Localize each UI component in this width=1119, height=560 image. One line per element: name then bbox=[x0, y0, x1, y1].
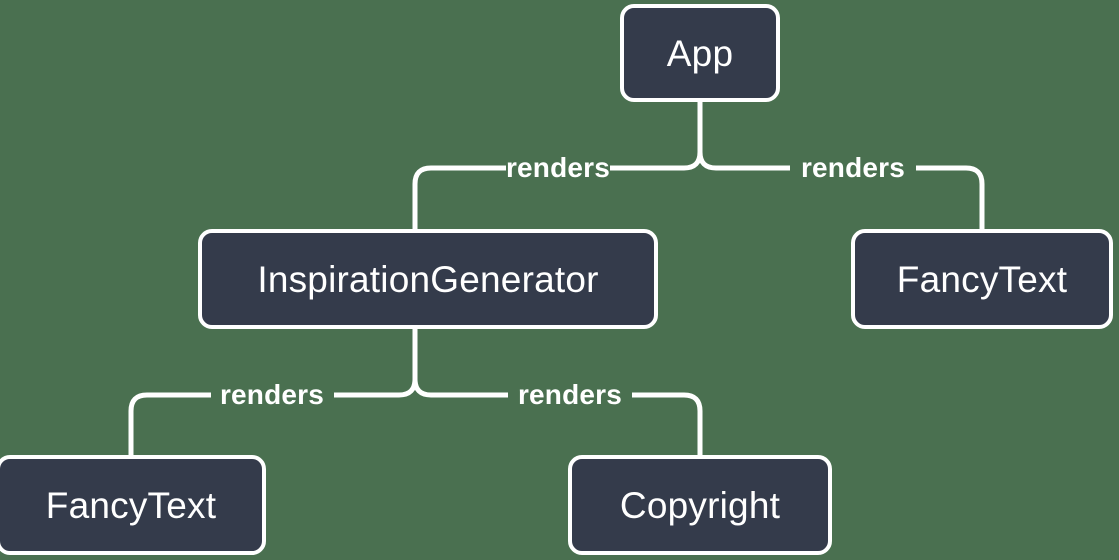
edge-label-app-to-inspiration-generator: renders bbox=[505, 152, 611, 183]
node-app-label: App bbox=[666, 32, 734, 74]
node-fancytext-bottom[interactable]: FancyText bbox=[0, 455, 266, 555]
node-inspiration-generator-label: InspirationGenerator bbox=[257, 258, 599, 300]
edge-label-inspiration-to-fancytext-bottom: renders bbox=[219, 379, 325, 410]
node-inspiration-generator[interactable]: InspirationGenerator bbox=[198, 229, 658, 329]
edge-label-inspiration-to-copyright: renders bbox=[517, 379, 623, 410]
node-app[interactable]: App bbox=[620, 4, 780, 102]
node-fancytext-right-label: FancyText bbox=[896, 258, 1068, 300]
edge-label-app-to-fancytext-right: renders bbox=[800, 152, 906, 183]
node-copyright[interactable]: Copyright bbox=[568, 455, 832, 555]
node-fancytext-bottom-label: FancyText bbox=[45, 484, 217, 526]
edge-inspiration-to-copyright bbox=[412, 378, 703, 455]
edge-app-to-fancytext-right bbox=[697, 151, 985, 229]
node-fancytext-right[interactable]: FancyText bbox=[851, 229, 1113, 329]
node-copyright-label: Copyright bbox=[619, 484, 781, 526]
